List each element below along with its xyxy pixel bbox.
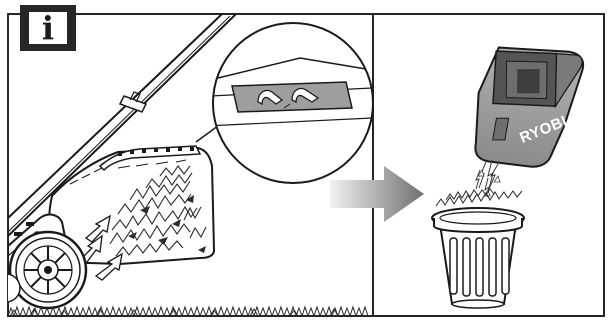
emptying-illustration: RYOBI (432, 38, 585, 308)
grass-collector-tilted: RYOBI (467, 38, 585, 175)
info-icon: i (27, 10, 69, 46)
ground-grass-left (8, 307, 368, 316)
rear-wheel (10, 232, 86, 308)
grass-pile (436, 189, 522, 206)
info-badge: i (20, 5, 76, 51)
fill-indicator-detail (206, 23, 373, 183)
info-glyph: i (42, 12, 54, 44)
trash-bin (432, 208, 524, 308)
next-step-arrow (330, 166, 424, 222)
